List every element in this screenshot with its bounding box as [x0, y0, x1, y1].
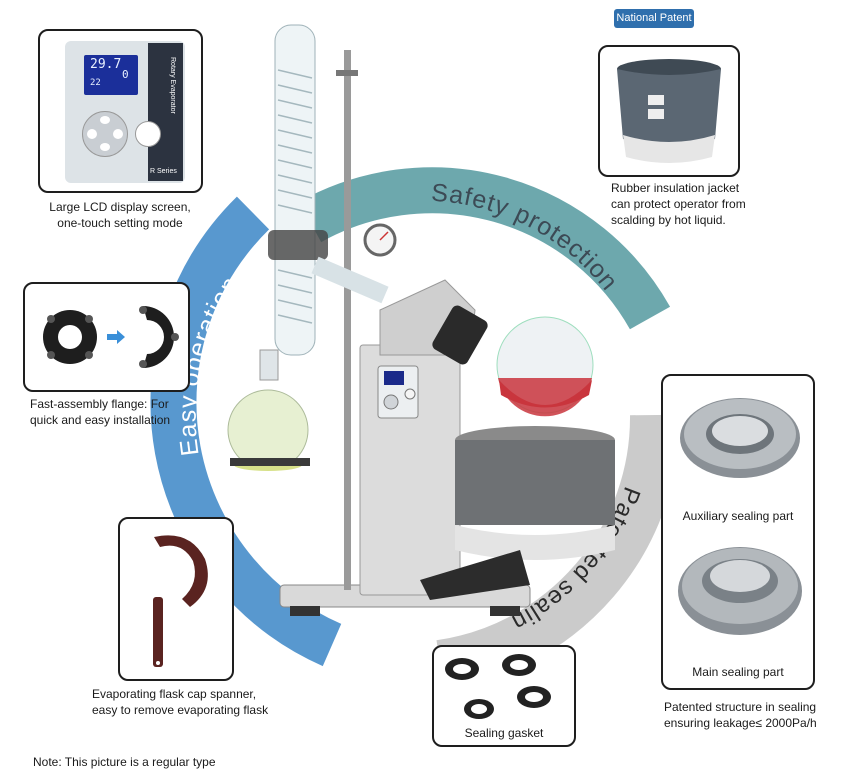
knob-button [135, 121, 161, 147]
easy-arc [150, 196, 342, 667]
spanner-caption: Evaporating flask cap spanner, easy to r… [92, 686, 302, 718]
flange-detail-box [23, 282, 190, 392]
jacket-caption-line3: scalding by hot liquid. [611, 213, 726, 227]
jacket-caption-line1: Rubber insulation jacket [611, 181, 740, 195]
panel-side-label: Rotary Evaporator [169, 57, 176, 114]
lcd-speed: 0 [122, 68, 129, 81]
lcd-temp-set: 22 [90, 78, 101, 88]
lcd-screen: 29.7 0 22 [84, 55, 138, 95]
jacket-detail-box [598, 45, 740, 177]
national-patent-badge: National Patent [614, 9, 694, 28]
rotary-evaporator-illustration [227, 24, 615, 616]
flange-caption-line2: quick and easy installation [30, 413, 171, 427]
spanner-caption-line2: easy to remove evaporating flask [92, 703, 269, 717]
lcd-detail-box: Rotary Evaporator R Series 29.7 0 22 [38, 29, 203, 193]
arrow-right-icon [107, 330, 125, 344]
structure-caption-line1: Patented structure in sealing [664, 700, 817, 714]
structure-caption: Patented structure in sealing ensuring l… [664, 699, 844, 731]
main-caption: Main sealing part [692, 665, 784, 679]
lcd-caption-line2: one-touch setting mode [57, 216, 183, 230]
gasket-caption: Sealing gasket [464, 726, 544, 740]
flange-caption: Fast-assembly flange: For quick and easy… [30, 396, 205, 428]
jacket-caption-line2: can protect operator from [611, 197, 746, 211]
lcd-caption-line1: Large LCD display screen, [49, 200, 191, 214]
lcd-temp-main: 29.7 [90, 57, 122, 72]
safety-arc [298, 167, 671, 330]
footnote: Note: This picture is a regular type [33, 755, 216, 769]
panel-series-label: R Series [150, 168, 177, 175]
spanner-icon [154, 535, 208, 607]
spanner-caption-line1: Evaporating flask cap spanner, [92, 687, 257, 701]
gasket-detail-box: Sealing gasket [432, 645, 576, 747]
jacket-caption: Rubber insulation jacket can protect ope… [611, 180, 781, 228]
control-buttons [82, 111, 128, 157]
auxiliary-caption: Auxiliary sealing part [682, 509, 794, 523]
flange-caption-line1: Fast-assembly flange: For [30, 397, 169, 411]
panel-side-strip: Rotary Evaporator [148, 43, 183, 181]
structure-caption-line2: ensuring leakage≤ 2000Pa/h [664, 716, 817, 730]
lcd-caption: Large LCD display screen, one-touch sett… [40, 199, 200, 231]
sealing-parts-box: Auxiliary sealing part Main sealing part [661, 374, 815, 690]
spanner-detail-box [118, 517, 234, 681]
